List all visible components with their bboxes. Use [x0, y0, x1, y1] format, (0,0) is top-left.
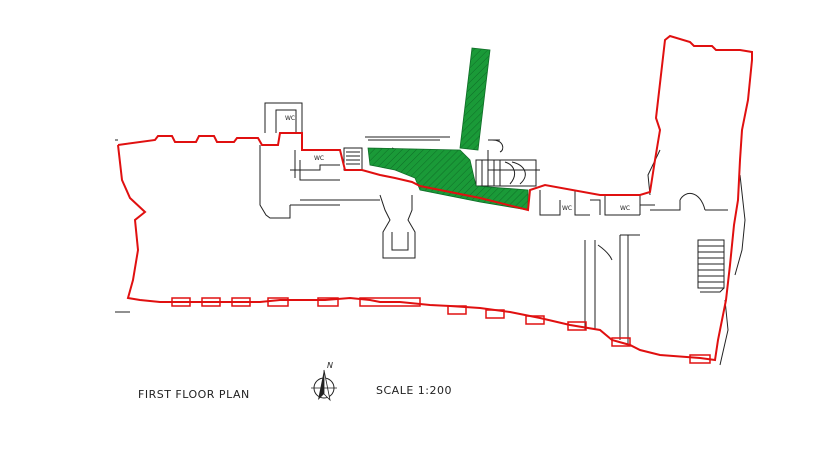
south-wall-bays — [171, 297, 711, 364]
wc-label: WC — [285, 115, 295, 122]
wc-label: WC — [314, 155, 324, 162]
wc-label: WC — [620, 205, 630, 212]
north-label: N — [327, 361, 333, 370]
site-boundary — [117, 34, 753, 362]
plan-scale: SCALE 1:200 — [376, 384, 452, 397]
wc-labels: WC WC WC WC — [285, 115, 630, 212]
north-arrow-icon: N — [311, 361, 337, 402]
wc-label: WC — [562, 205, 572, 212]
plan-title: FIRST FLOOR PLAN — [138, 388, 250, 401]
interior-walls — [115, 102, 746, 366]
highlighted-area — [367, 47, 529, 211]
